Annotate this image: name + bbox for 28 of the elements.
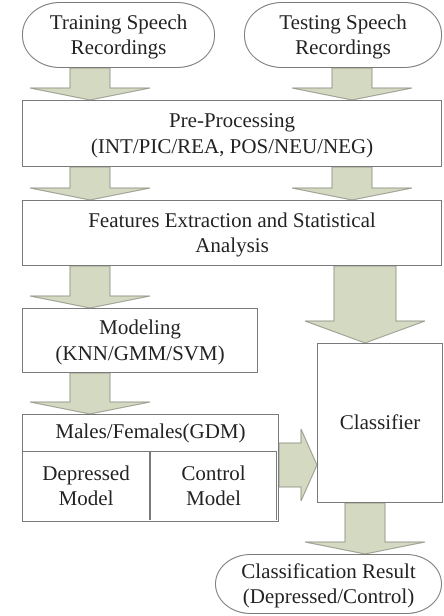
- block-arrow: [304, 266, 426, 344]
- node-label: Males/Females(GDM): [54, 419, 247, 444]
- block-arrow: [292, 68, 412, 100]
- node-label: Modeling: [98, 315, 182, 340]
- process-box: [22, 414, 279, 522]
- node-label: Features Extraction and Statistical Analysis: [87, 208, 377, 258]
- node-label: Control Model: [180, 460, 247, 512]
- process-box: [22, 100, 442, 167]
- block-arrow: [30, 68, 150, 100]
- block-arrow: [292, 166, 412, 200]
- process-box: [22, 308, 258, 373]
- node-label: Training Speech Recordings: [48, 10, 188, 60]
- node-label: Depressed Model: [41, 460, 131, 512]
- process-box: [23, 451, 150, 520]
- block-arrow: [30, 266, 150, 308]
- block-arrow: [30, 166, 150, 200]
- process-box: [22, 200, 442, 266]
- node-label: Pre-Processing: [168, 108, 296, 134]
- node-label: (KNN/GMM/SVM): [54, 340, 226, 366]
- node-label: Classification Result (Depressed/Control): [240, 558, 417, 610]
- block-arrow: [278, 428, 318, 502]
- block-arrow: [304, 502, 426, 554]
- node-label: Testing Speech Recordings: [278, 10, 408, 60]
- process-box: [317, 343, 443, 503]
- block-arrow: [30, 372, 150, 414]
- process-box: [150, 451, 277, 520]
- node-label: (INT/PIC/REA, POS/NEU/NEG): [90, 134, 374, 159]
- node-label: Classifier: [338, 410, 422, 436]
